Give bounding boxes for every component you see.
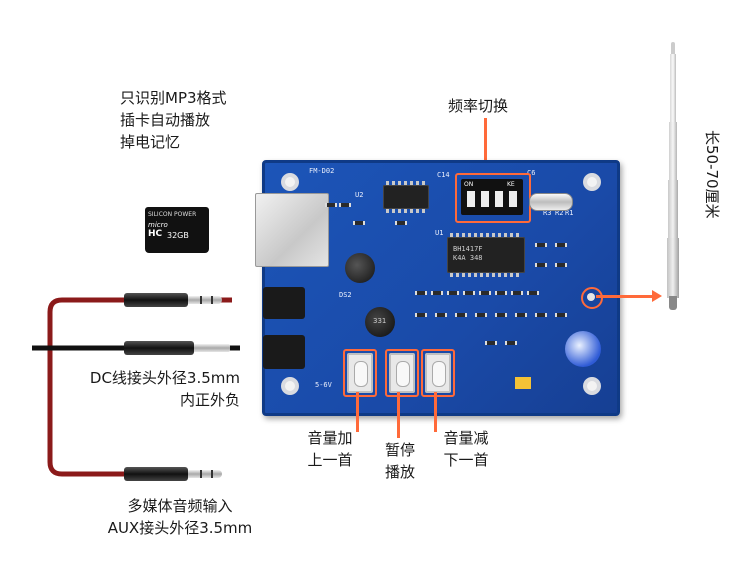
dc-power-jack[interactable] xyxy=(263,335,305,369)
mount-hole-tr xyxy=(583,173,601,191)
volume-up-label-1: 音量加 xyxy=(307,429,353,447)
volume-down-button[interactable] xyxy=(425,353,451,393)
dip-toggle-4[interactable] xyxy=(509,191,517,207)
mount-hole-bl xyxy=(281,377,299,395)
electrolytic-capacitor-2 xyxy=(565,331,601,367)
silk-r3: R3 xyxy=(543,209,552,217)
dc-plug-tip xyxy=(194,344,230,352)
volume-up-button[interactable] xyxy=(347,353,373,393)
aux-plug-lower-tip xyxy=(188,470,222,478)
antenna-callout-arrowhead xyxy=(652,290,662,302)
volume-up-callout-line xyxy=(356,392,359,432)
pause-play-button[interactable] xyxy=(389,353,415,393)
sd-card-capacity: 32GB xyxy=(167,231,189,240)
chip-sub-label: K4A 348 xyxy=(453,254,483,262)
dip-toggle-3[interactable] xyxy=(495,191,503,207)
silk-c6: C6 xyxy=(527,169,536,177)
silk-u1: U1 xyxy=(435,229,444,237)
volume-down-label-1: 音量减 xyxy=(443,429,489,447)
inductor-label: 331 xyxy=(373,317,387,325)
pause-label-2: 播放 xyxy=(384,463,415,481)
aux-input-label-1: 多媒体音频输入 xyxy=(127,497,233,515)
crystal-oscillator xyxy=(529,193,573,211)
volume-down-highlight xyxy=(421,349,455,397)
feature-mp3-only: 只识别MP3格式 xyxy=(120,89,227,107)
silk-ds2: DS2 xyxy=(339,291,352,299)
inductor: 331 xyxy=(365,307,395,337)
volume-down-callout-line xyxy=(434,392,437,432)
silk-r1: R1 xyxy=(565,209,574,217)
sd-card-type: micro xyxy=(148,221,168,229)
aux-plug-upper-tip xyxy=(188,296,222,304)
feature-power-memory: 掉电记忆 xyxy=(120,133,181,151)
sd-card-brand: SILICON POWER xyxy=(148,211,197,218)
pause-play-highlight xyxy=(385,349,419,397)
dip-toggle-2[interactable] xyxy=(481,191,489,207)
chip-main-label: BH1417F xyxy=(453,245,483,253)
sd-card-slot xyxy=(255,193,329,267)
antenna-callout-line xyxy=(596,295,654,298)
telescopic-antenna xyxy=(664,42,682,310)
frequency-switch-label: 频率切换 xyxy=(448,97,509,115)
voltage-label: 5-6V xyxy=(315,381,332,389)
mount-hole-tl xyxy=(281,173,299,191)
tantalum-capacitor xyxy=(515,377,531,389)
fm-transmitter-pcb: FM-D02 U2 U1 C6 C14 R1 R2 R3 DS2 5-6V ON… xyxy=(255,160,620,416)
aux-input-label-2: AUX接头外径3.5mm xyxy=(107,519,253,537)
micro-sd-card: SILICON POWER micro HC 32GB xyxy=(145,207,209,253)
pause-callout-line xyxy=(397,392,400,438)
sd-card-class: HC xyxy=(148,229,163,239)
aux-plug-lower xyxy=(124,467,188,481)
dc-plug xyxy=(124,341,194,355)
silk-c14: C14 xyxy=(437,171,450,179)
antenna-pad-highlight xyxy=(581,287,603,309)
dip-ke-label: KE xyxy=(507,181,515,188)
dc-jack-label-2: 内正外负 xyxy=(179,391,240,409)
volume-down-label-2: 下一首 xyxy=(443,451,489,469)
feature-auto-play: 插卡自动播放 xyxy=(120,111,211,129)
electrolytic-capacitor-1 xyxy=(345,253,375,283)
aux-input-jack[interactable] xyxy=(263,287,305,319)
dip-toggle-1[interactable] xyxy=(467,191,475,207)
chip-u2 xyxy=(383,181,429,213)
mount-hole-br xyxy=(583,377,601,395)
silk-r2: R2 xyxy=(555,209,564,217)
dc-jack-label-1: DC线接头外径3.5mm xyxy=(89,369,240,387)
volume-up-highlight xyxy=(343,349,377,397)
aux-plug-upper xyxy=(124,293,188,307)
dip-on-label: ON xyxy=(464,181,474,188)
frequency-dip-switch[interactable]: ON KE xyxy=(461,179,523,215)
pause-label-1: 暂停 xyxy=(384,441,415,459)
silk-u2: U2 xyxy=(355,191,364,199)
frequency-callout-line xyxy=(484,118,487,176)
volume-up-label-2: 上一首 xyxy=(307,451,353,469)
pcb-model: FM-D02 xyxy=(309,167,335,175)
